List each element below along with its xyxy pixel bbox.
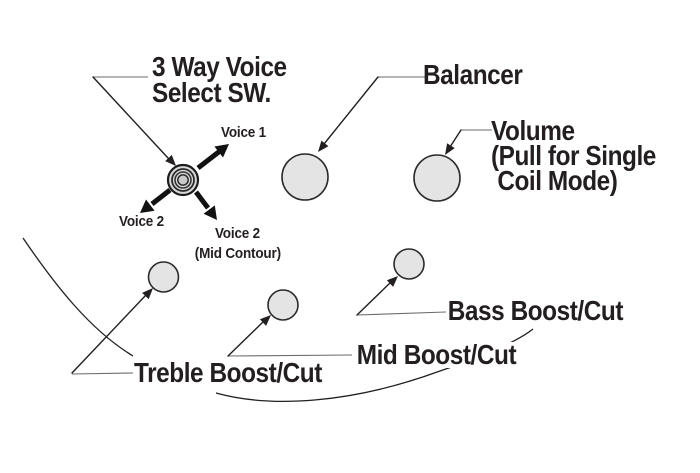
- treble-leader-arrow: [71, 288, 153, 375]
- label-volume: Volume (Pull for Single Coil Mode): [491, 115, 656, 196]
- label-treble-boost-cut: Treble Boost/Cut: [134, 357, 322, 388]
- bass-leader-arrow: [356, 276, 447, 316]
- voice2-left-direction-arrow: [140, 188, 172, 213]
- voice2-right-direction-arrow: [194, 190, 217, 220]
- balancer-leader-arrow: [318, 76, 425, 152]
- body-outline-upper-curve: [22, 237, 134, 357]
- label-mid-boost-cut: Mid Boost/Cut: [355, 339, 518, 370]
- label-voice2-mid-contour: Voice 2 (Mid Contour): [194, 225, 281, 262]
- balancer-knob: [281, 153, 329, 201]
- volume-knob: [413, 154, 461, 202]
- treble-boost-cut-knob: [147, 261, 180, 293]
- bass-boost-cut-knob: [393, 248, 425, 280]
- voice1-direction-arrow: [196, 144, 229, 170]
- label-balancer: Balancer: [423, 59, 523, 90]
- label-voice-select-switch: 3 Way Voice Select SW.: [152, 51, 287, 108]
- label-bass-boost-cut: Bass Boost/Cut: [446, 295, 625, 326]
- mid-boost-cut-knob: [267, 289, 299, 321]
- voice-select-leader-arrow: [92, 76, 176, 166]
- volume-leader-arrow: [445, 129, 492, 155]
- label-voice2-left: Voice 2: [119, 213, 165, 230]
- mid-leader-arrow: [227, 315, 353, 357]
- label-voice1: Voice 1: [221, 124, 267, 141]
- voice-select-switch: [166, 163, 200, 197]
